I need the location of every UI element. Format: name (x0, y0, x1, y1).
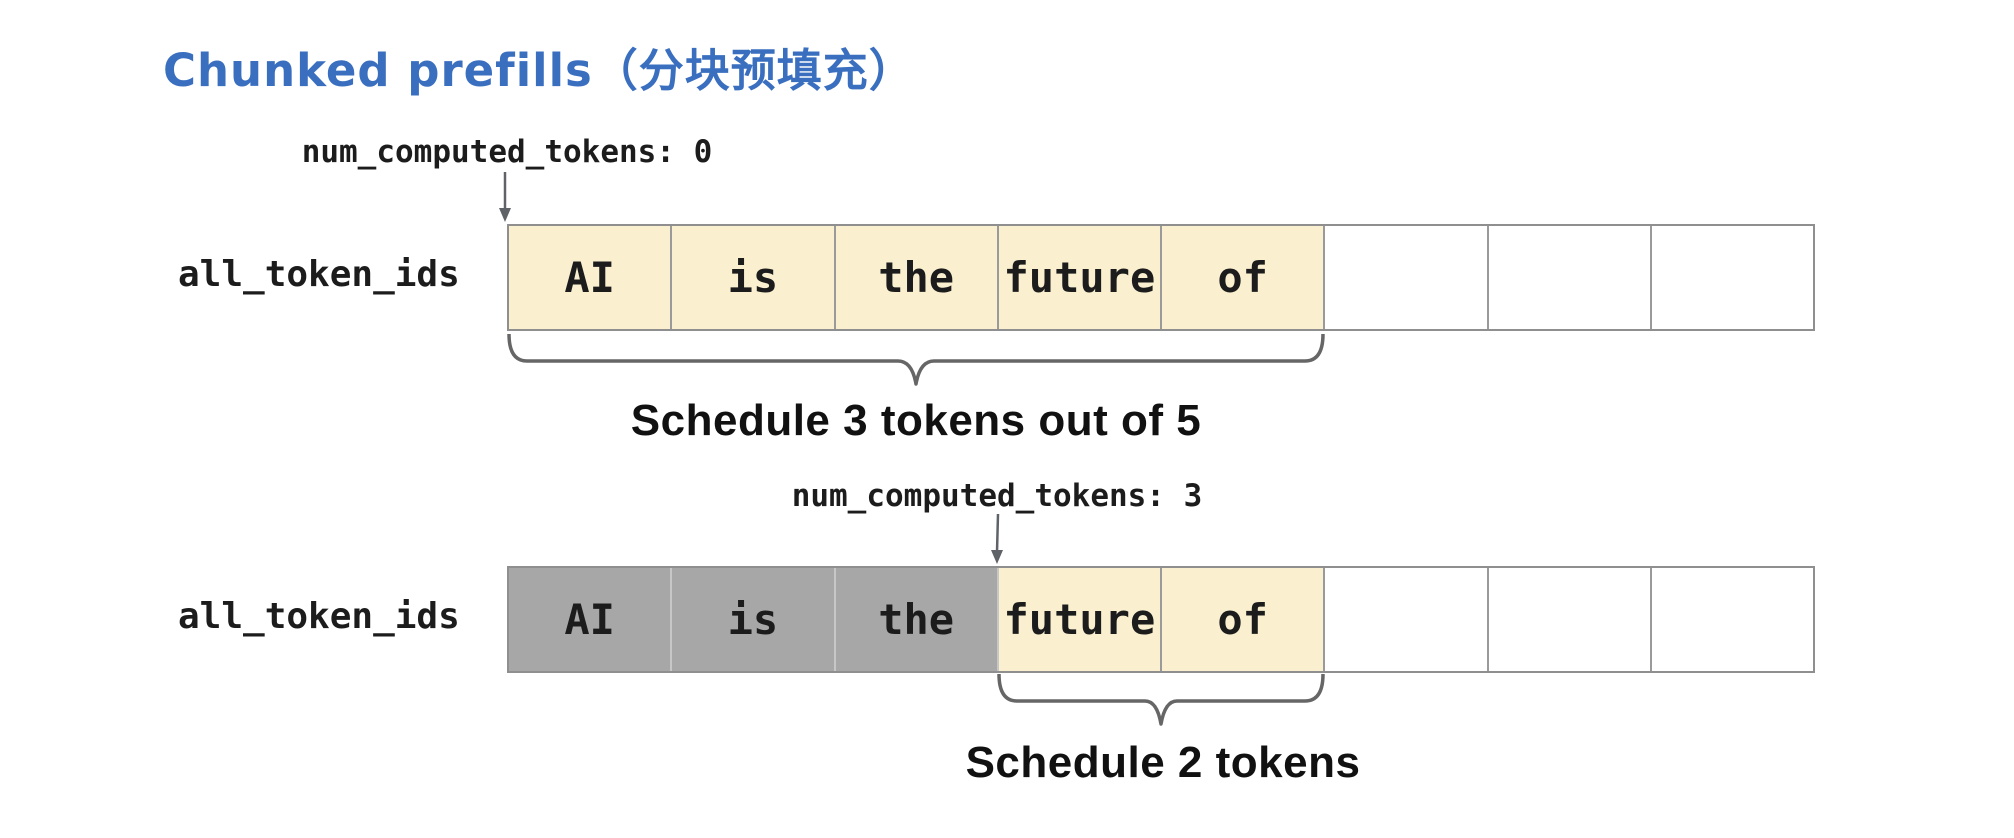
brace-step2-icon (997, 674, 1325, 726)
token-cell-is: is (672, 568, 836, 671)
schedule-label-step1: Schedule 3 tokens out of 5 (630, 396, 1202, 445)
token-cell-empty (1488, 226, 1652, 329)
brace-step1-icon (507, 334, 1325, 386)
schedule-label-step2: Schedule 2 tokens (965, 738, 1361, 787)
token-cell-empty (1325, 226, 1489, 329)
axis-label-step2: all_token_ids (178, 596, 460, 637)
token-cell-empty (1325, 568, 1489, 671)
num-computed-tokens-label-step1: num_computed_tokens: 0 (301, 134, 713, 170)
token-cell-the: the (835, 226, 999, 329)
token-cell-AI: AI (509, 568, 673, 671)
num-computed-tokens-label-step2: num_computed_tokens: 3 (791, 478, 1203, 514)
token-cell-future: future (998, 226, 1162, 329)
token-cell-of: of (1162, 226, 1326, 329)
token-cell-empty (1651, 568, 1813, 671)
token-cell-empty (1651, 226, 1813, 329)
axis-label-step1: all_token_ids (178, 254, 460, 295)
token-cell-is: is (672, 226, 836, 329)
pointer-arrow-step1-icon (499, 172, 511, 222)
token-cell-the: the (835, 568, 999, 671)
pointer-arrow-step2-icon (991, 514, 1003, 564)
token-cell-of: of (1162, 568, 1326, 671)
diagram-title: Chunked prefills（分块预填充） (163, 44, 915, 97)
token-cell-empty (1488, 568, 1652, 671)
token-cell-future: future (998, 568, 1162, 671)
token-cell-AI: AI (509, 226, 673, 329)
